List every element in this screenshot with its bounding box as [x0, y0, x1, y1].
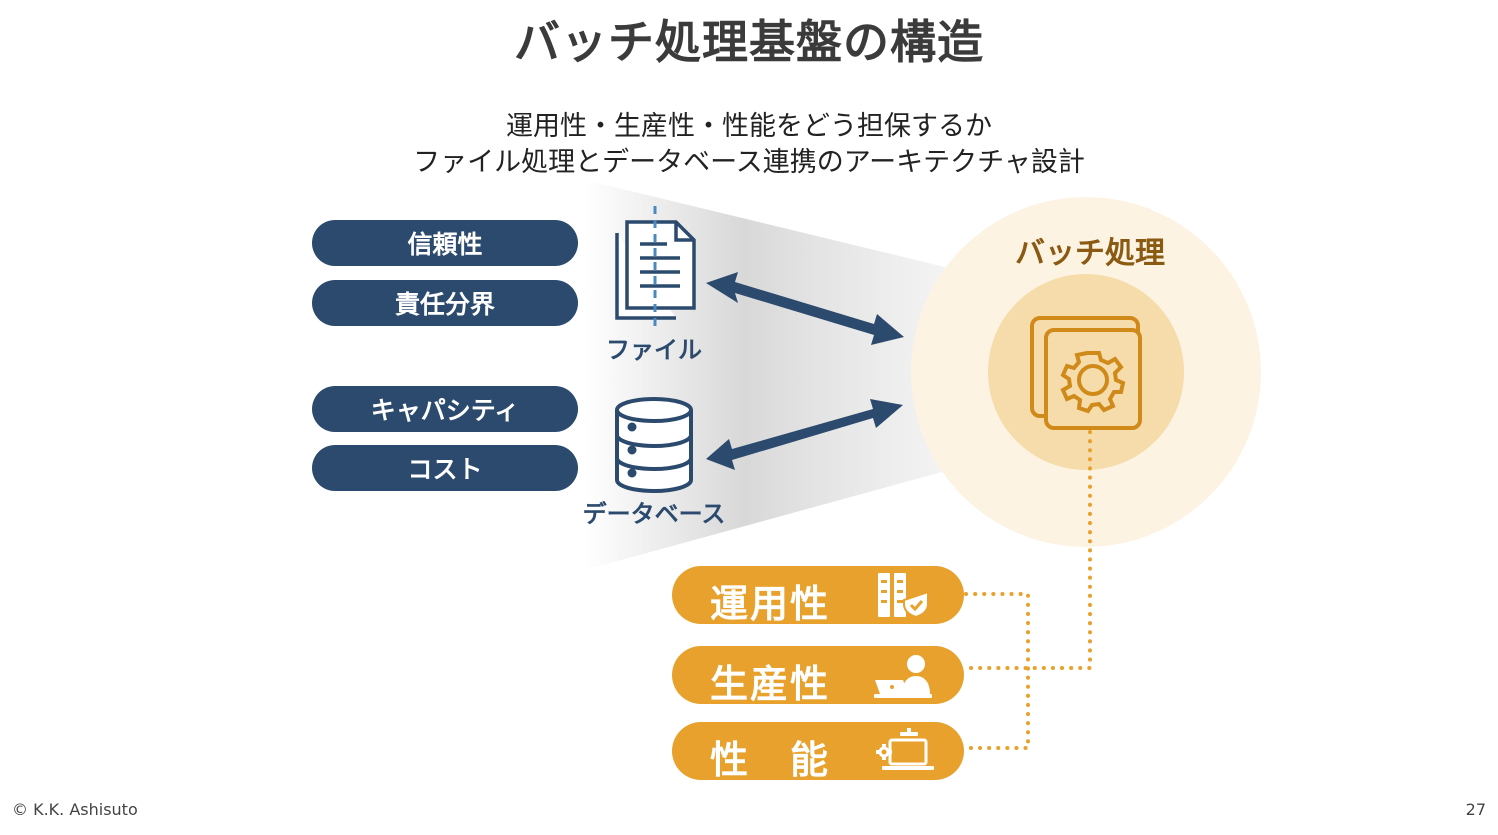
server-shield-icon [878, 573, 929, 619]
funnel-shape [585, 180, 1040, 570]
concern-pill-responsibility: 責任分界 [312, 280, 578, 326]
concern-pill-capacity: キャパシティ [312, 386, 578, 432]
database-arrow [706, 399, 903, 470]
laptop-gear-icon [876, 728, 934, 770]
concern-pill-cost: コスト [312, 445, 578, 491]
quality-label-operability: 運用性 [710, 582, 831, 626]
subtitle-line-1: 運用性・生産性・性能をどう担保するか [506, 111, 992, 142]
person-laptop-icon [874, 655, 932, 698]
batch-label: バッチ処理 [1015, 236, 1165, 271]
database-label: データベース [582, 500, 726, 528]
quality-pill-performance: 性 能 [672, 722, 964, 782]
copyright: © K.K. Ashisuto [12, 800, 138, 819]
dotted-connectors [964, 430, 1092, 750]
quality-label-performance: 性 能 [710, 738, 831, 782]
quality-label-productivity: 生産性 [710, 662, 831, 706]
file-arrow [706, 272, 904, 345]
quality-pill-productivity: 生産性 [672, 646, 964, 706]
document-icon [615, 220, 696, 320]
concern-pill-reliability: 信頼性 [312, 220, 578, 266]
subtitle-line-2: ファイル処理とデータベース連携のアーキテクチャ設計 [413, 147, 1085, 178]
file-label: ファイル [606, 336, 702, 364]
page-title: バッチ処理基盤の構造 [514, 15, 984, 69]
database-icon [615, 397, 693, 493]
page-number: 27 [1465, 800, 1486, 819]
quality-pill-operability: 運用性 [672, 566, 964, 626]
gear-window-icon [1030, 316, 1142, 430]
